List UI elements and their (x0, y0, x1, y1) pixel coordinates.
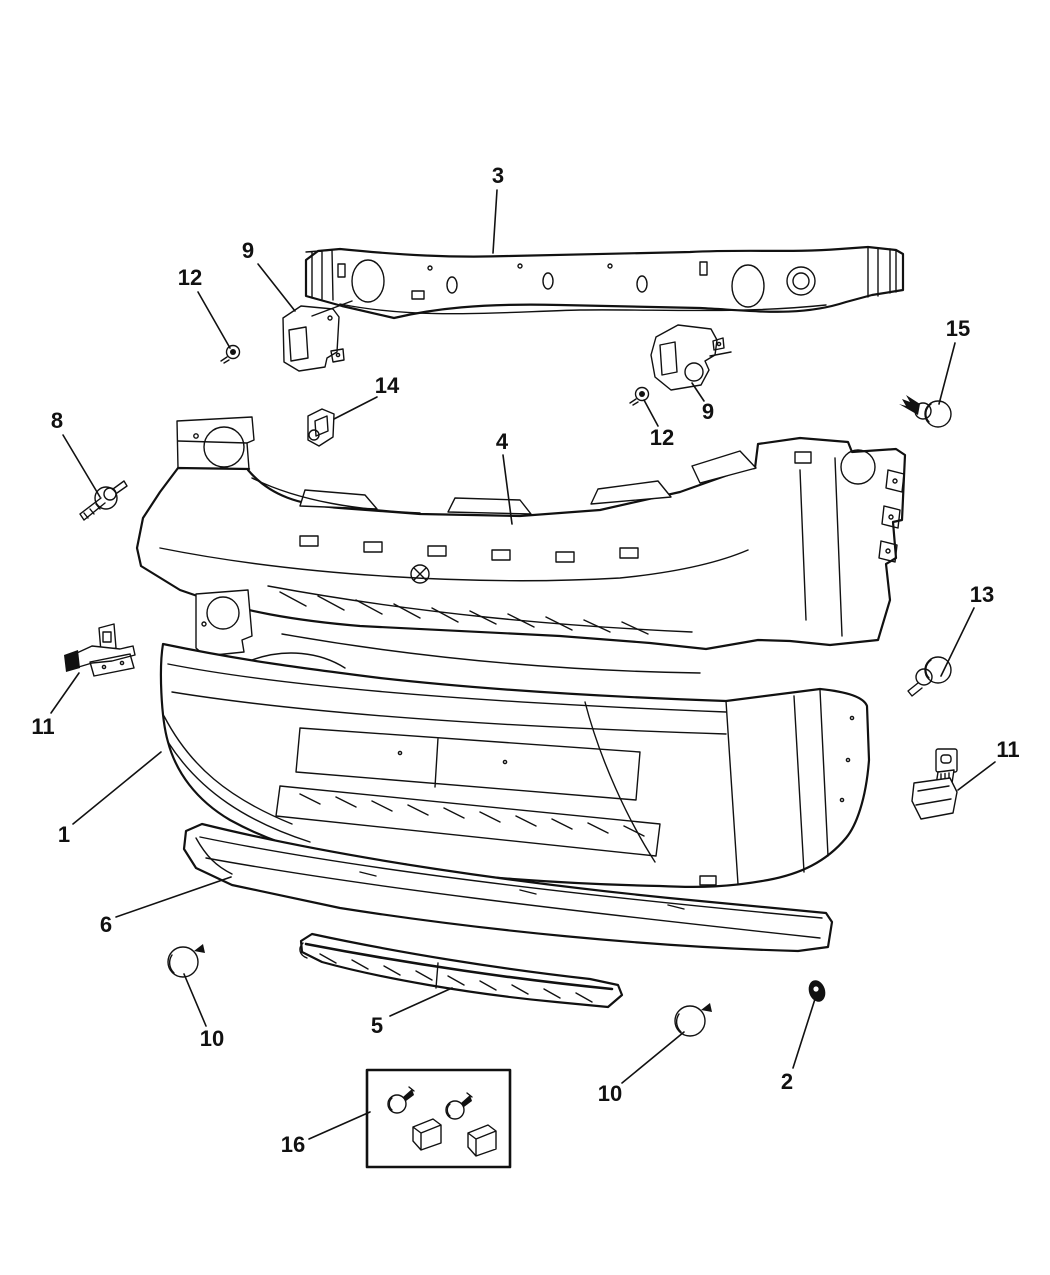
leader-line-screw-left (197, 291, 231, 349)
fascia-carrier-drawing (135, 416, 907, 674)
front-fascia-drawing (159, 589, 871, 889)
leader-line-push-pin-top-right (938, 342, 956, 405)
callout-bracket-lower-right: 11 (996, 737, 1020, 762)
lower-molding-drawing (299, 932, 624, 1009)
leader-line-hardware-kit (308, 1111, 371, 1140)
callout-reinforcement-beam: 3 (491, 163, 505, 188)
callout-plug-grommet: 2 (780, 1069, 794, 1094)
air-dam-drawing (182, 822, 834, 953)
callout-push-pin-lower-right: 10 (597, 1081, 623, 1106)
bracket-right-drawing (650, 324, 725, 391)
callout-push-pin-lower-left: 10 (199, 1026, 225, 1051)
screw-right-drawing (629, 386, 650, 406)
screw-left-drawing (220, 344, 241, 364)
plug-grommet-drawing (808, 980, 826, 1002)
bracket-left-drawing (282, 305, 345, 372)
callout-hardware-kit: 16 (280, 1132, 306, 1157)
leader-line-front-fascia (72, 751, 162, 825)
push-pin-lower-left-drawing (167, 944, 205, 978)
callout-fascia-carrier: 4 (495, 429, 509, 454)
leader-lines (50, 189, 996, 1140)
callout-clip: 14 (374, 373, 400, 398)
callout-lower-molding: 5 (370, 1013, 384, 1038)
leader-line-fascia-carrier (502, 454, 513, 525)
callout-screw-bolt: 8 (50, 408, 64, 433)
callout-push-pin-top-right: 15 (945, 316, 971, 341)
callout-screw-right: 12 (649, 425, 675, 450)
screw-bolt-drawing (79, 480, 128, 521)
callout-push-pin-right: 13 (969, 582, 995, 607)
leader-line-bracket-lower-left (50, 672, 80, 714)
callout-bracket-lower-left: 11 (31, 714, 55, 739)
leader-line-reinforcement-beam (492, 189, 498, 254)
mount-indicator-lines (311, 300, 732, 357)
leader-line-push-pin-right (940, 607, 975, 677)
callout-bracket-right: 9 (701, 399, 715, 424)
bracket-lower-left-drawing (64, 623, 136, 677)
callout-bracket-left: 9 (241, 238, 255, 263)
leader-line-lower-molding (389, 987, 453, 1017)
leader-line-screw-right (643, 399, 659, 427)
push-pin-lower-right-drawing (674, 1003, 712, 1037)
bracket-lower-right-drawing (911, 748, 958, 820)
leader-line-bracket-lower-right (957, 761, 996, 791)
clip-drawing (307, 408, 335, 447)
callout-screw-left: 12 (177, 265, 203, 290)
reinforcement-beam-drawing (304, 245, 905, 320)
leader-line-air-dam (115, 876, 232, 918)
callout-air-dam: 6 (99, 912, 113, 937)
push-pin-top-right-drawing (899, 395, 952, 428)
callout-front-fascia: 1 (57, 822, 71, 847)
leader-line-bracket-right (691, 382, 705, 402)
leader-line-bracket-left (257, 263, 296, 312)
leader-line-push-pin-lower-right (621, 1031, 685, 1084)
leader-line-screw-bolt (62, 434, 101, 498)
push-pin-right-drawing (907, 656, 952, 697)
leader-line-push-pin-lower-left (183, 973, 207, 1027)
leader-line-clip (333, 396, 378, 420)
hardware-kit-drawing (365, 1068, 512, 1169)
leader-line-plug-grommet (792, 998, 816, 1069)
